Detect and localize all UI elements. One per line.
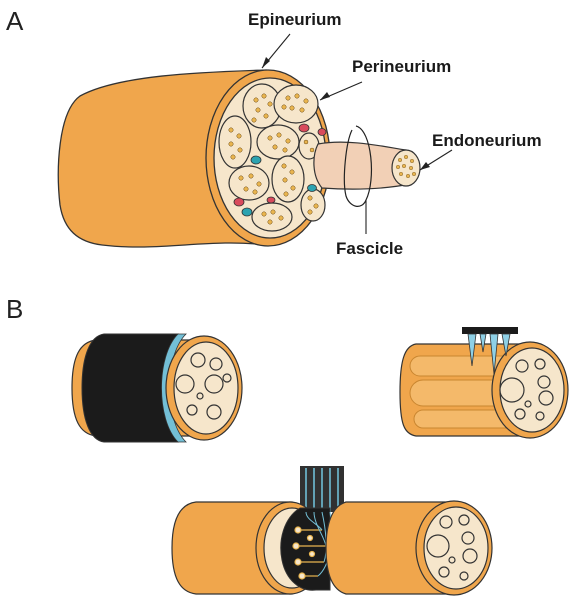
- blood-vessel: [307, 184, 317, 192]
- blood-vessel: [250, 155, 262, 165]
- fascicle-circles: [426, 514, 478, 581]
- sieve-contacts: [292, 526, 326, 580]
- electrode-leads-over: [305, 468, 339, 512]
- nerve-diagram-a: [57, 69, 421, 248]
- arrowhead: [420, 162, 430, 170]
- fascicle: [300, 188, 326, 222]
- endoneurium-label: Endoneurium: [432, 131, 542, 150]
- blood-vessel: [241, 207, 253, 217]
- regenerative-electrode-diagram: [171, 466, 493, 596]
- sieve-electrode: [280, 507, 331, 591]
- fascicle: [256, 124, 300, 160]
- fascicle-end-axons: [396, 154, 417, 178]
- fascicle-circles: [175, 352, 232, 420]
- blood-vessel: [317, 128, 327, 136]
- panel-a-label: A: [6, 6, 24, 36]
- fascicle-loop: [343, 125, 373, 207]
- fascicle-group: [218, 83, 326, 232]
- blood-vessel: [266, 196, 276, 204]
- perineurium-label: Perineurium: [352, 57, 451, 76]
- fascicle: [271, 155, 305, 203]
- fascicle-tube: [313, 141, 411, 190]
- electrode-shanks: [467, 333, 511, 375]
- electrode-array-base: [462, 327, 518, 334]
- panel-b-label: B: [6, 294, 23, 324]
- fascicle-circles: [499, 358, 554, 421]
- fascicle: [218, 115, 252, 169]
- arrowhead: [320, 92, 330, 100]
- callout-lines: [261, 33, 453, 234]
- fascicle: [273, 84, 319, 124]
- blood-vessel: [233, 197, 245, 207]
- fascicle: [228, 165, 270, 201]
- penetrating-electrode-diagram: [399, 327, 569, 439]
- blood-vessels: [233, 123, 327, 217]
- axon-dots: [228, 93, 319, 225]
- epineurium-label: Epineurium: [248, 10, 342, 29]
- arrowhead: [262, 57, 270, 68]
- blood-vessel: [298, 123, 310, 133]
- fascicle-label: Fascicle: [336, 239, 403, 258]
- fascicle: [251, 202, 293, 232]
- cuff-electrode-diagram: [71, 333, 243, 443]
